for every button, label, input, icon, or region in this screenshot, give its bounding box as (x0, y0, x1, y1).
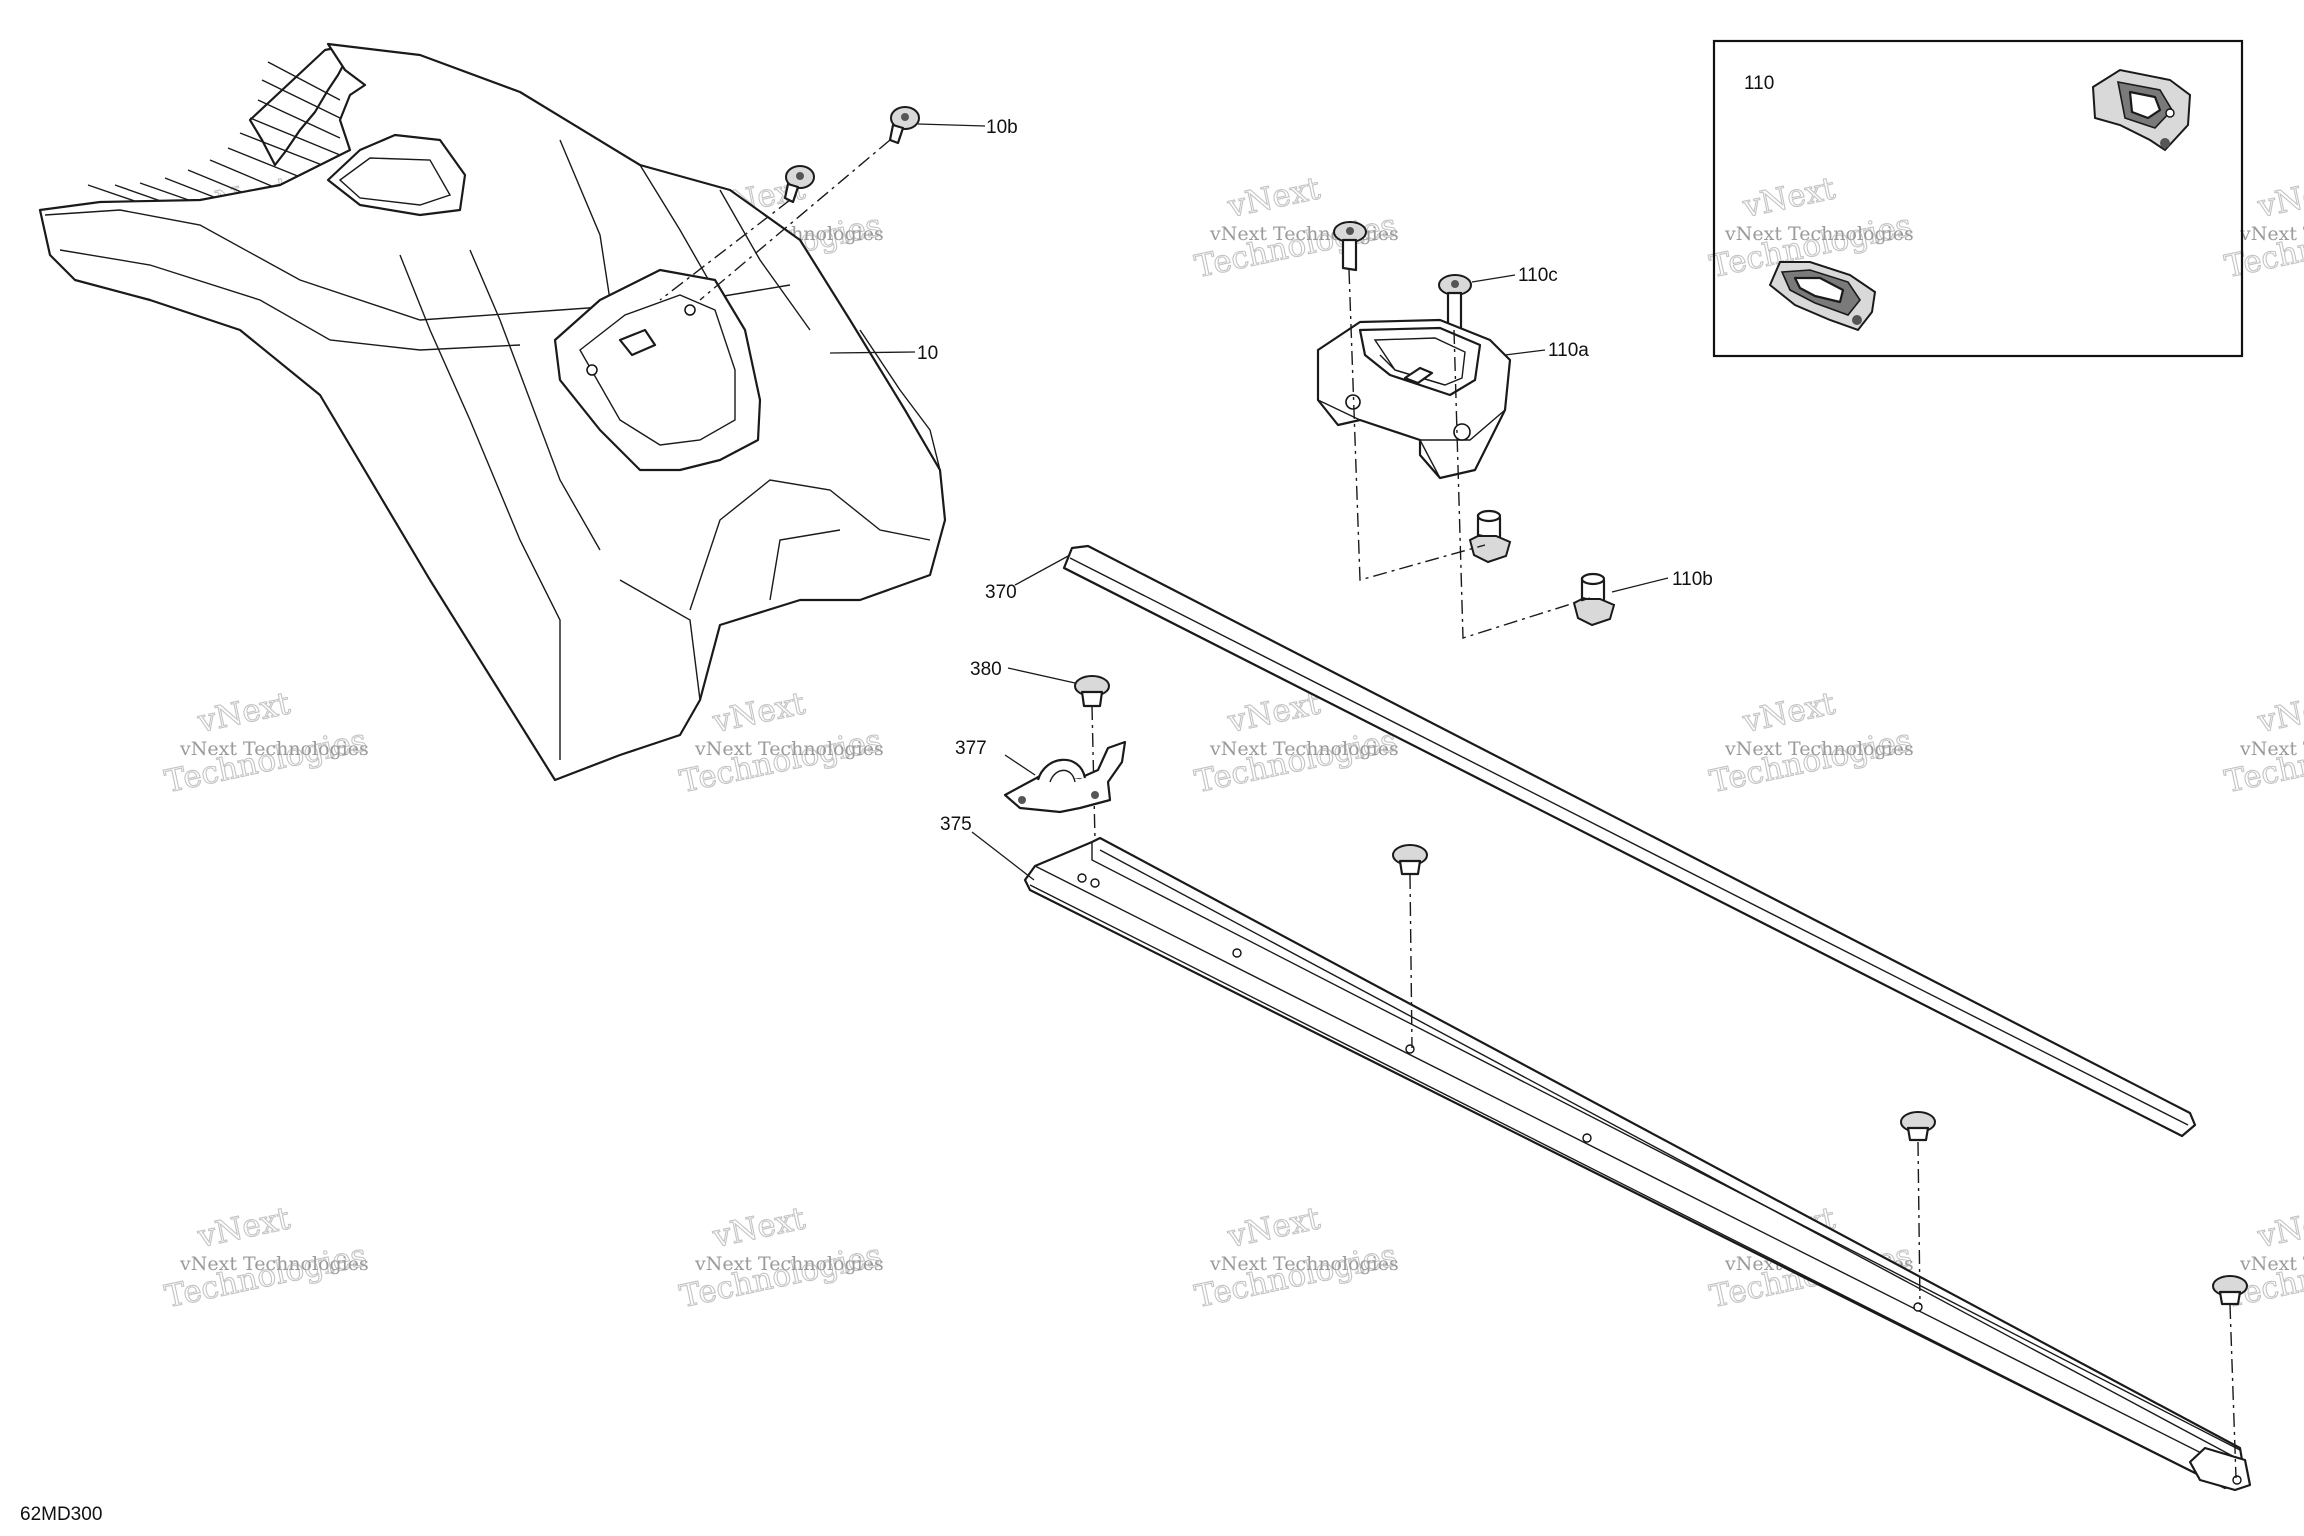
callout-375: 375 (940, 814, 972, 835)
watermark-text: vNext Technologies (1209, 1253, 1399, 1275)
callout-110: 110 (1744, 73, 1774, 94)
part-375-rail: 375 (940, 814, 2252, 1492)
nut-110b-left (1468, 509, 1512, 564)
watermark-text: vNext Technologies (179, 738, 369, 760)
screw-10b-upper (888, 106, 920, 145)
watermark-faint: vNext (1224, 170, 1324, 225)
watermark-faint: vNext (2254, 170, 2304, 225)
part-10b-screws: 10b (659, 106, 1018, 301)
watermark-faint: vNext (194, 685, 294, 740)
part-377-clip: 377 (955, 738, 1127, 814)
inset-part-lower (1768, 261, 1877, 332)
watermark-text: vNext Technologies (1209, 223, 1399, 245)
callout-10: 10 (917, 343, 938, 364)
watermark-faint: vNext (1224, 1200, 1324, 1255)
watermark-faint: vNext (2254, 685, 2304, 740)
watermark-outline: Technologies (1192, 207, 1400, 285)
watermark-text: vNext Technologies (1724, 223, 1914, 245)
rivet-c (2212, 1275, 2248, 1479)
watermark-faint: vNext (194, 1200, 294, 1255)
part-370-strip: 370 (985, 544, 2197, 1138)
watermark-outline: Technologies (677, 722, 885, 800)
callout-380: 380 (970, 659, 1002, 680)
kit-110-inset: 110 (1712, 39, 2244, 358)
watermark-faint: vNext (1739, 170, 1839, 225)
watermark-faint: vNext (2254, 1200, 2304, 1255)
watermark-outline: Technologies (162, 722, 370, 800)
watermark-faint: vNext (709, 1200, 809, 1255)
watermark-outline: Technologies (1192, 1237, 1400, 1315)
watermark-text: vNext Technologies (2239, 1253, 2304, 1275)
part-110-handle: 110c 110a 110b (1316, 221, 1713, 639)
watermark-text: vNext Technologies (179, 1253, 369, 1275)
watermark-outline: Technologies (162, 1237, 370, 1315)
callout-110a: 110a (1548, 340, 1589, 361)
screw-110-left (1333, 221, 1367, 272)
watermark-text: vNext Technologies (1209, 738, 1399, 760)
watermark-text: vNext Technologies (1724, 738, 1914, 760)
bracket-110a (1316, 318, 1512, 480)
nut-110b (1572, 572, 1616, 627)
rivet-a (1392, 844, 1428, 1049)
watermark-outline: Technologies (1192, 722, 1400, 800)
watermark-outline: Technologies (1707, 722, 1915, 800)
inset-part-upper (2091, 68, 2192, 152)
rivet-b (1900, 1111, 1936, 1306)
watermark-text: vNext Technologies (2239, 738, 2304, 760)
watermark-faint: vNext (709, 685, 809, 740)
watermark-faint: vNext (1739, 685, 1839, 740)
callout-110b: 110b (1672, 569, 1713, 590)
part-10-cover: 10 (38, 42, 947, 782)
callout-370: 370 (985, 582, 1017, 603)
watermark-outline: Technologies (677, 1237, 885, 1315)
watermark-text: vNext Technologies (694, 738, 884, 760)
callout-10b: 10b (986, 117, 1018, 138)
callout-110c: 110c (1518, 265, 1558, 286)
diagram-code: 62MD300 (20, 1504, 102, 1525)
rail-rivets (1392, 844, 2248, 1479)
part-380-rivet: 380 (970, 659, 1110, 841)
watermark-text: vNext Technologies (2239, 223, 2304, 245)
watermark-text: vNext Technologies (694, 1253, 884, 1275)
callout-377: 377 (955, 738, 987, 759)
screw-10b-lower (783, 165, 815, 204)
screw-110c (1438, 274, 1472, 332)
inset-frame (1712, 39, 2244, 358)
